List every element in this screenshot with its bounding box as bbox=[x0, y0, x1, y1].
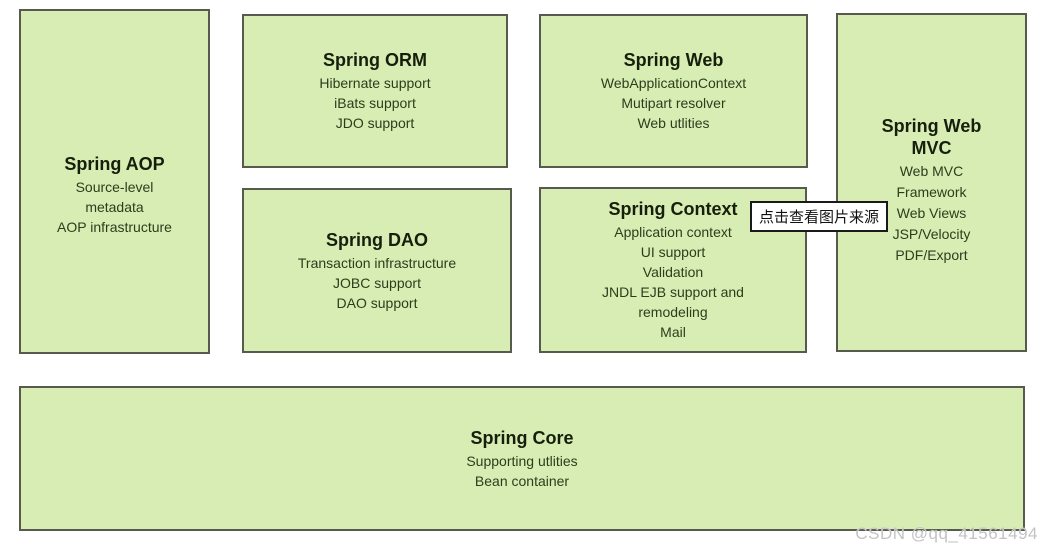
spring-context-line: JNDL EJB support and bbox=[602, 284, 744, 300]
spring-web-line: WebApplicationContext bbox=[600, 75, 747, 91]
spring-web-mvc-line: Framework bbox=[896, 184, 967, 200]
spring-context-line: Validation bbox=[642, 264, 704, 280]
spring-web-mvc-line: Web MVC bbox=[899, 163, 964, 179]
spring-context-line: Application context bbox=[614, 224, 732, 240]
spring-web-line: Web utlities bbox=[637, 115, 710, 131]
spring-core-line: Supporting utlities bbox=[466, 452, 578, 469]
spring-aop-line: Source-level bbox=[75, 178, 154, 195]
spring-dao-line: DAO support bbox=[336, 294, 418, 311]
spring-aop-title: Spring AOP bbox=[64, 153, 165, 174]
spring-aop-line: AOP infrastructure bbox=[57, 218, 172, 235]
spring-web-mvc-line: PDF/Export bbox=[895, 247, 968, 263]
spring-orm-line: iBats support bbox=[334, 95, 416, 111]
spring-context-line: UI support bbox=[640, 244, 706, 260]
spring-web-line: Mutipart resolver bbox=[621, 95, 726, 111]
box-spring-web-mvc: Spring Web MVC Web MVC Framework Web Vie… bbox=[836, 13, 1027, 352]
spring-core-title: Spring Core bbox=[470, 427, 574, 448]
box-spring-aop: Spring AOP Source-level metadata AOP inf… bbox=[19, 9, 210, 354]
spring-dao-line: JOBC support bbox=[333, 274, 421, 291]
box-spring-web: Spring Web WebApplicationContext Mutipar… bbox=[539, 14, 808, 168]
spring-aop-line: metadata bbox=[85, 198, 144, 215]
csdn-watermark: CSDN @qq_41561494 bbox=[855, 524, 1038, 543]
spring-web-mvc-line: Web Views bbox=[896, 205, 967, 221]
box-spring-dao: Spring DAO Transaction infrastructure JO… bbox=[242, 188, 512, 353]
spring-context-line: remodeling bbox=[638, 304, 708, 320]
spring-orm-line: Hibernate support bbox=[319, 75, 431, 91]
spring-web-mvc-title: Spring Web MVC bbox=[881, 116, 982, 158]
spring-web-mvc-line: JSP/Velocity bbox=[892, 226, 971, 242]
spring-dao-line: Transaction infrastructure bbox=[297, 254, 457, 271]
spring-orm-title: Spring ORM bbox=[323, 50, 427, 70]
spring-context-line: Mail bbox=[660, 324, 686, 340]
spring-orm-line: JDO support bbox=[335, 115, 415, 131]
spring-web-title: Spring Web bbox=[623, 50, 724, 70]
spring-core-line: Bean container bbox=[474, 472, 570, 489]
spring-dao-title: Spring DAO bbox=[326, 229, 428, 250]
box-spring-orm: Spring ORM Hibernate support iBats suppo… bbox=[242, 14, 508, 168]
view-image-source-tooltip[interactable]: 点击查看图片来源 bbox=[750, 201, 888, 232]
box-spring-core: Spring Core Supporting utlities Bean con… bbox=[19, 386, 1025, 531]
spring-context-title: Spring Context bbox=[608, 199, 738, 219]
